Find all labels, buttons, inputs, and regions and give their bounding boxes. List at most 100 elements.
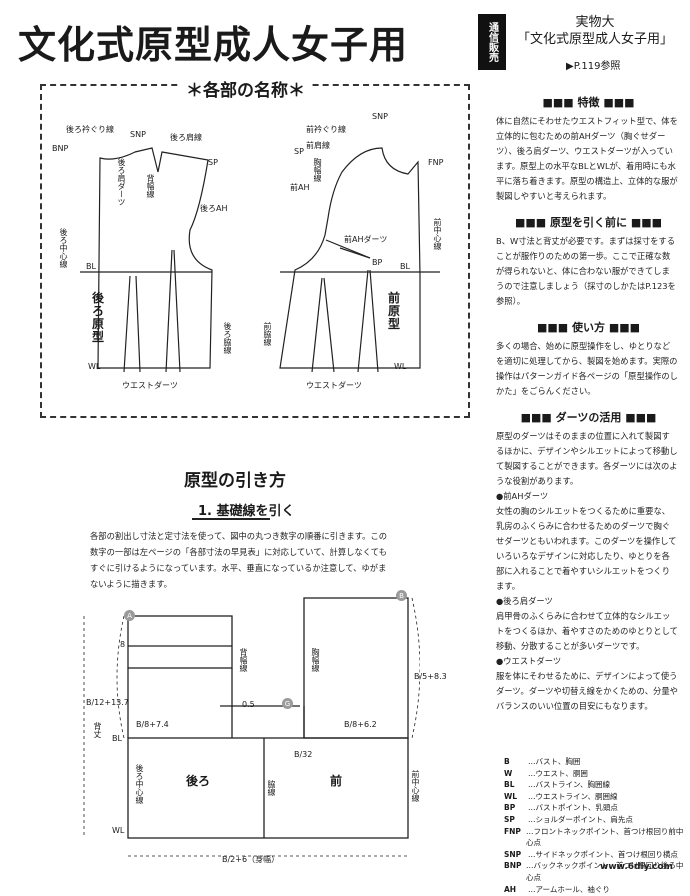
legend-value: …バストポイント、乳頭点 (528, 803, 618, 813)
legend-value: …バスト、胸囲 (528, 757, 581, 766)
front-dim-arc (411, 597, 420, 739)
label-v8: 8 (120, 640, 126, 649)
mail-order-text-content: 実物大 「文化式原型成人女子用」 (516, 15, 673, 47)
back-dart-1 (123, 275, 131, 373)
label-front-shoulder: 前肩線 (306, 141, 330, 150)
label-front-ah: 前AH (290, 183, 310, 192)
section-head-features: ■■■ 特徴 ■■■ (542, 96, 635, 109)
pattern-names-diagram (80, 147, 440, 373)
body-lower-rect (127, 737, 409, 839)
legend-row: WL …ウエストライン、胴囲線 (504, 791, 684, 803)
legend-row: BNP …バックネックポイント、首つけ根回り後ろ中心点 (504, 860, 684, 883)
label-mae: 前 (330, 774, 343, 788)
legend-value: …ショルダーポイント、肩先点 (528, 814, 633, 824)
label-back-body: 後ろ原型 (92, 291, 105, 344)
section-body-before: B、W寸法と背丈が必要です。まずは採寸をすることが服作りのための第一歩。ここで正… (496, 236, 676, 306)
label-back-wl: WL (88, 362, 101, 371)
label-front-ah-dart: 前AHダーツ (344, 235, 388, 244)
legend-key: BP (504, 803, 516, 813)
section-body-darts: 原型のダーツはそのままの位置に入れて製図するほかに、デザインやシルエットによって… (496, 431, 678, 711)
label-b8-62: B/8+6.2 (344, 720, 377, 729)
label-bl: BL (112, 734, 122, 743)
legend-key: FNP (504, 826, 521, 836)
legend-value: …バックネックポイント、首つけ根回り後ろ中心点 (526, 861, 684, 882)
page-title: 文化式原型成人女子用 (18, 23, 409, 67)
legend-row: FNP …フロントネックポイント、首つけ根回り前中心点 (504, 826, 684, 849)
legend-value: …フロントネックポイント、首つけ根回り前中心点 (526, 826, 684, 848)
label-back-dart: 後ろ肩ダーツ (117, 158, 126, 206)
site-watermark: www.6diy.com (600, 862, 673, 872)
label-front-snp: SNP (372, 112, 388, 121)
back-upper-rect (127, 615, 233, 669)
front-dart-2 (323, 277, 335, 373)
legend-value: …ウエスト、胴囲 (528, 768, 588, 778)
label-back-waist-dart: ウエストダーツ (122, 381, 178, 390)
label-back-width: 背幅線 (146, 174, 155, 198)
label-back-bnp: BNP (52, 144, 69, 153)
label-front-width: 胸幅線 (313, 158, 322, 182)
label-front-wl: WL (394, 362, 407, 371)
mail-order-text: 実物大 「文化式原型成人女子用」 (510, 14, 680, 48)
label-chest-width-line: 胸幅線 (311, 648, 320, 672)
point-g-marker: G (282, 698, 293, 709)
point-b-marker: B (396, 590, 407, 601)
names-title: ＊各部の名称＊ (180, 76, 311, 101)
section-body-features: 体に自然にそわせたウエストフィット型で、体を立体的に包むための前AHダーツ（胸ぐ… (496, 116, 678, 201)
legend-row: SNP…サイドネックポイント、首つけ根回り横点 (504, 849, 684, 861)
label-front-bp: BP (372, 258, 383, 267)
label-front-bl: BL (400, 262, 410, 271)
label-front-center-line: 前中心線 (411, 770, 420, 802)
section-body-usage: 多くの場合、始めに原型操作をし、ゆとりなどを適切に処理してから、製図を始めます。… (496, 341, 678, 396)
label-v05: 0.5 (242, 700, 255, 709)
label-back-shoulder: 後ろ肩線 (170, 133, 202, 142)
drafting-title: 原型の引き方 (184, 471, 286, 491)
legend-key: WL (504, 791, 518, 801)
label-back-side: 後ろ脇線 (223, 322, 232, 354)
legend-row: BP …バストポイント、乳頭点 (504, 802, 684, 814)
legend-row: BL …バストライン、胸囲線 (504, 779, 684, 791)
label-back-ah: 後ろAH (200, 204, 228, 213)
label-front-side: 前脇線 (263, 322, 272, 346)
legend-key: BL (504, 780, 515, 790)
label-front-sp: SP (294, 147, 304, 156)
label-back-width-line: 背幅線 (239, 648, 248, 672)
abbreviation-legend: B…バスト、胸囲 W …ウエスト、胴囲 BL …バストライン、胸囲線 WL …ウエスト… (504, 756, 684, 895)
label-b5: B/5+8.3 (414, 672, 447, 681)
drafting-subtitle-underline (192, 518, 270, 520)
back-dart-4 (173, 249, 181, 373)
front-dart-4 (369, 269, 379, 373)
legend-value: …サイドネックポイント、首つけ根回り横点 (528, 849, 678, 859)
back-bodice-outline (97, 147, 213, 369)
section-head-usage: ■■■ 使い方 ■■■ (536, 321, 641, 334)
label-back-sp: SP (208, 158, 218, 167)
label-b12: B/12+13.7 (86, 698, 129, 707)
legend-value: …バストライン、胸囲線 (528, 780, 611, 790)
legend-value: …アームホール、袖ぐり (528, 884, 610, 894)
drafting-intro: 各部の割出し寸法と定寸法を使って、図中の丸つき数字の順番に引きます。この数字の一… (90, 531, 388, 589)
front-dart-3 (357, 269, 369, 373)
label-front-fnp: FNP (428, 158, 444, 167)
legend-row: AH …アームホール、袖ぐり (504, 884, 684, 896)
legend-key: SP (504, 814, 515, 824)
front-dart-1 (311, 277, 323, 373)
section-head-darts: ■■■ ダーツの活用 ■■■ (520, 411, 657, 424)
label-back-bl: BL (86, 262, 96, 271)
front-bodice-outline (279, 147, 421, 369)
legend-row: B…バスト、胸囲 (504, 756, 684, 768)
label-wl: WL (112, 826, 125, 835)
label-seji: 背丈 (93, 722, 102, 738)
mail-order-ref: ▶P.119参照 (566, 61, 621, 72)
front-ah-dart-2 (339, 247, 371, 259)
legend-value: …ウエストライン、胴囲線 (528, 791, 618, 801)
base-lines-diagram (83, 597, 420, 857)
legend-row: W …ウエスト、胴囲 (504, 768, 684, 780)
label-back-center-line: 後ろ中心線 (135, 764, 144, 804)
legend-key: BNP (504, 861, 522, 871)
right-column: ■■■ 特徴 ■■■ 体に自然にそわせたウエストフィット型で、体を立体的に包むた… (496, 94, 686, 714)
label-front-body: 前原型 (388, 291, 401, 331)
legend-key: AH (504, 884, 517, 894)
legend-key: W (504, 768, 513, 778)
legend-row: SP …ショルダーポイント、肩先点 (504, 814, 684, 826)
label-back-snp: SNP (130, 130, 146, 139)
back-dim-arc (116, 615, 125, 739)
